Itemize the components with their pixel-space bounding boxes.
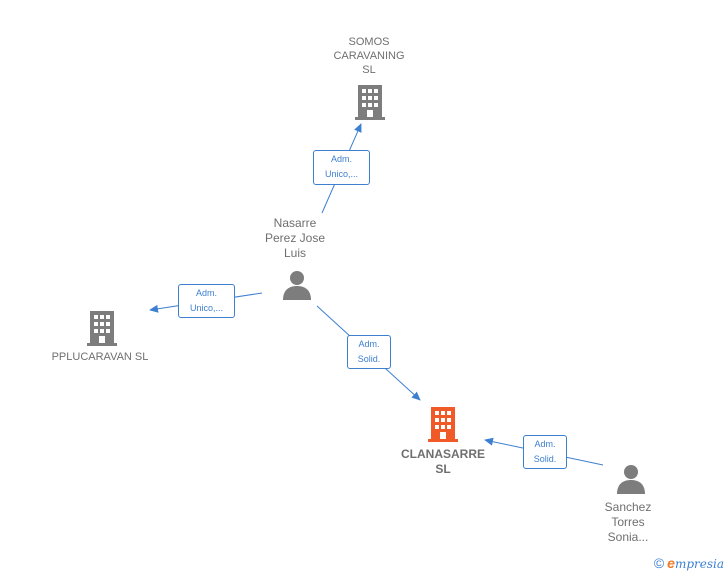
edge-label-line: Adm. — [534, 439, 556, 449]
node-label-sanchez-torres-sonia[interactable]: Sanchez Torres Sonia... — [585, 500, 671, 545]
brand-logo-letter: e — [667, 555, 675, 571]
node-label-line: CARAVANING — [333, 50, 405, 62]
node-label-line: Sanchez — [604, 500, 652, 514]
building-icon[interactable] — [355, 84, 385, 120]
node-label-line: SOMOS — [348, 36, 390, 48]
node-label-line: SL — [435, 462, 451, 476]
building-icon[interactable] — [87, 310, 117, 346]
node-label-somos-caravaning[interactable]: SOMOS CARAVANING SL — [318, 35, 420, 77]
edge-label-line: Adm. — [195, 288, 217, 298]
edge-label-line: Adm. — [358, 339, 380, 349]
node-label-line: SL — [362, 64, 376, 76]
node-label-line: CLANASARRE — [401, 447, 485, 461]
building-icon-focus[interactable] — [428, 406, 458, 442]
node-label-pplucaravan[interactable]: PPLUCARAVAN SL — [40, 350, 160, 364]
edge-label-nasarre-pplucaravan[interactable]: Adm. Unico,... — [178, 284, 235, 318]
brand-logo-text: mpresia — [674, 557, 724, 571]
node-label-nasarre-perez-jose-luis[interactable]: Nasarre Perez Jose Luis — [245, 216, 345, 261]
copyright-icon: © — [653, 555, 665, 571]
edge-label-line: Unico,... — [189, 303, 223, 313]
edge-label-line: Adm. — [330, 154, 352, 164]
node-label-line: Perez Jose — [264, 231, 326, 245]
edge-label-line: Unico,... — [324, 169, 358, 179]
node-label-clanasarre[interactable]: CLANASARRE SL — [388, 447, 498, 477]
node-label-line: Torres — [611, 515, 645, 529]
footer-brand: ©empresia — [654, 555, 724, 571]
edge-label-line: Solid. — [533, 454, 557, 464]
person-icon[interactable] — [616, 464, 646, 494]
node-label-line: Luis — [283, 246, 306, 260]
edge-label-nasarre-somos[interactable]: Adm. Unico,... — [313, 150, 370, 185]
node-label-line: Nasarre — [273, 216, 317, 230]
person-icon[interactable] — [282, 270, 312, 300]
node-label-line: Sonia... — [607, 530, 649, 544]
edge-label-nasarre-clanasarre[interactable]: Adm. Solid. — [347, 335, 391, 369]
edge-label-line: Solid. — [357, 354, 381, 364]
node-label-line: PPLUCARAVAN SL — [51, 351, 149, 363]
edge-label-sanchez-clanasarre[interactable]: Adm. Solid. — [523, 435, 567, 469]
